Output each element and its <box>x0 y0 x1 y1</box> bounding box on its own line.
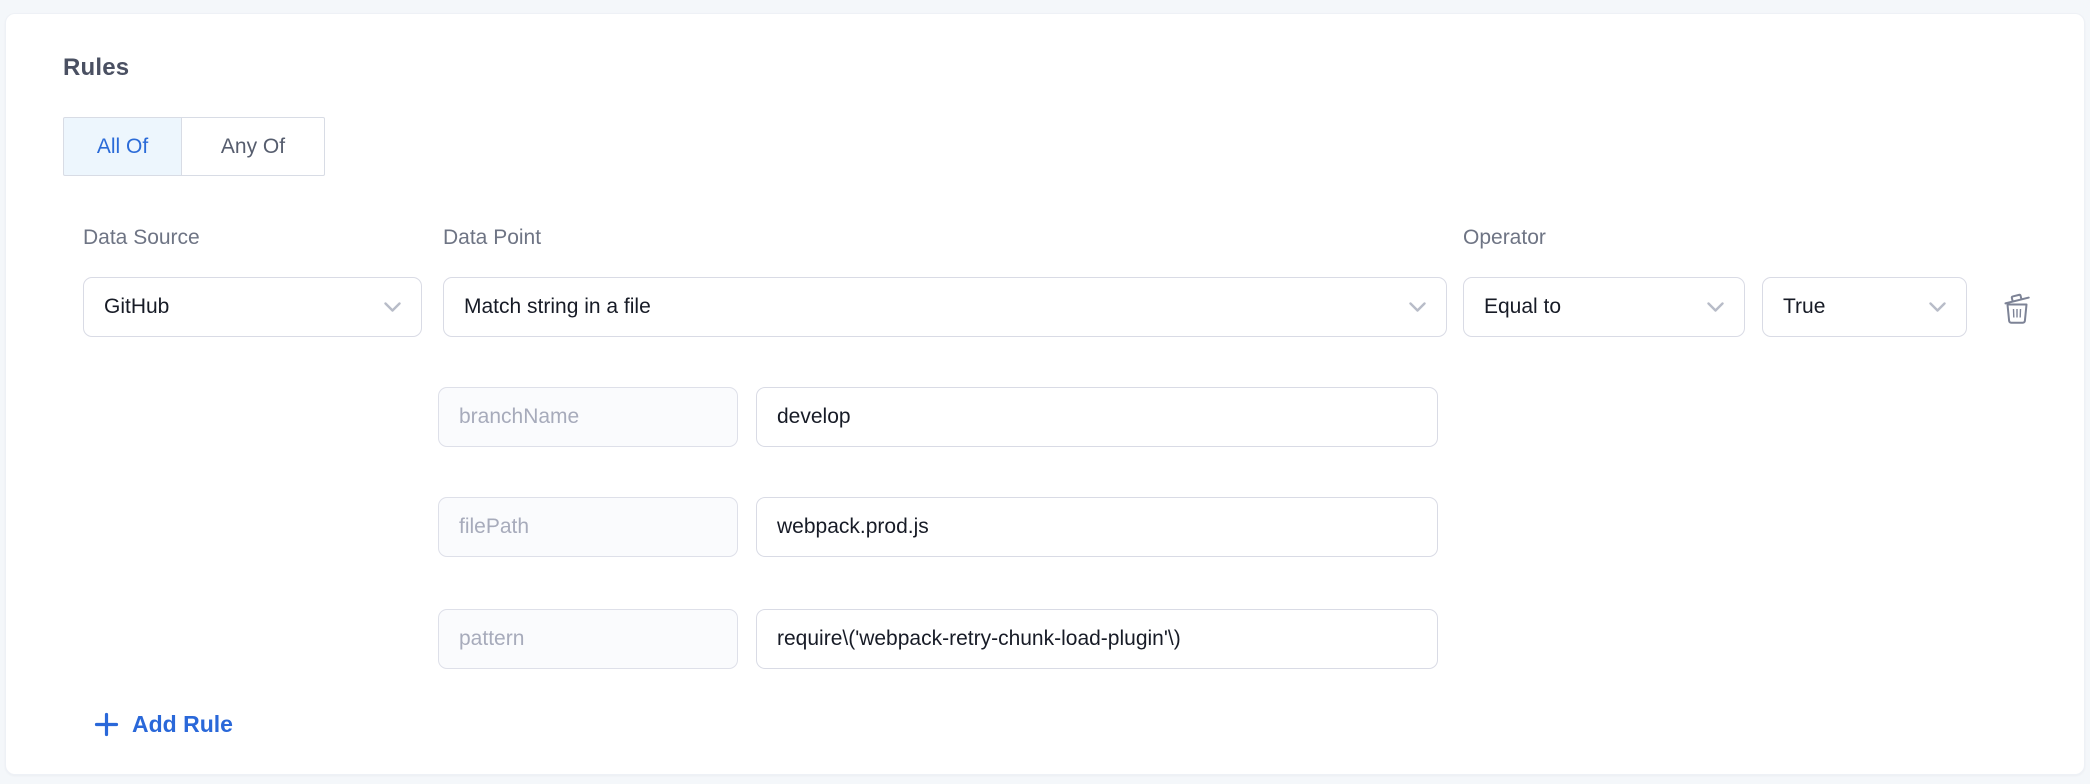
data-source-select[interactable]: GitHub <box>83 277 422 337</box>
data-source-value: GitHub <box>104 295 170 318</box>
operator-label: Operator <box>1463 226 1546 249</box>
data-source-label: Data Source <box>83 226 200 249</box>
operator-value: Equal to <box>1484 295 1562 318</box>
data-point-label: Data Point <box>443 226 542 249</box>
param-name-pattern: pattern <box>438 609 738 669</box>
rules-title: Rules <box>63 54 130 81</box>
delete-rule-button[interactable] <box>1996 289 2038 331</box>
trash-icon <box>1999 290 2035 331</box>
param-value-filepath-input[interactable] <box>756 497 1438 557</box>
chevron-down-icon <box>384 295 401 319</box>
plus-icon <box>94 712 119 737</box>
data-point-select[interactable]: Match string in a file <box>443 277 1447 337</box>
operator-select[interactable]: Equal to <box>1463 277 1745 337</box>
param-value-pattern-input[interactable] <box>756 609 1438 669</box>
add-rule-button[interactable]: Add Rule <box>94 711 233 738</box>
param-name-filepath: filePath <box>438 497 738 557</box>
rules-card: Rules All Of Any Of Data Source Data Poi… <box>5 13 2085 775</box>
chevron-down-icon <box>1707 295 1724 319</box>
chevron-down-icon <box>1409 295 1426 319</box>
toggle-all-of[interactable]: All Of <box>63 117 182 176</box>
data-point-value: Match string in a file <box>464 295 651 318</box>
operand-value: True <box>1783 295 1826 318</box>
param-name-branchname: branchName <box>438 387 738 447</box>
add-rule-label: Add Rule <box>132 711 233 737</box>
operand-select[interactable]: True <box>1762 277 1967 337</box>
param-value-branchname-input[interactable] <box>756 387 1438 447</box>
match-mode-toggle: All Of Any Of <box>63 117 325 176</box>
toggle-any-of[interactable]: Any Of <box>182 117 325 176</box>
chevron-down-icon <box>1929 295 1946 319</box>
